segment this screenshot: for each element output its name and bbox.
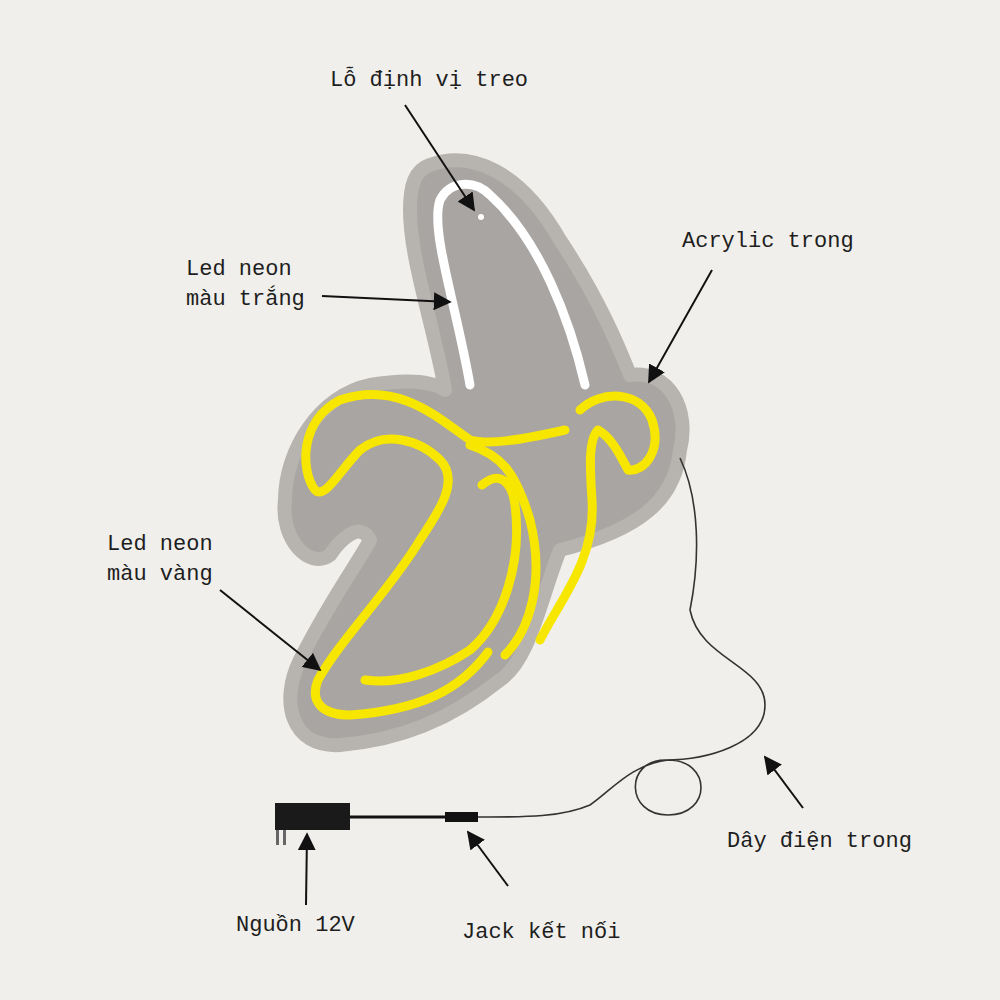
- white-neon: [438, 184, 585, 385]
- callout-label: Led neon màu vàng: [107, 530, 242, 590]
- callout-label: Acrylic trong: [682, 227, 882, 257]
- acrylic-board: [284, 160, 682, 745]
- callout-label: Led neon màu trắng: [186, 255, 321, 315]
- power-adapter: [275, 803, 350, 845]
- yellow-neon: [306, 395, 655, 715]
- callout-label: Dây điện trong: [727, 827, 947, 857]
- leader-lines: [220, 105, 803, 905]
- power-cord: [350, 816, 445, 819]
- connector-jack: [445, 812, 478, 822]
- clear-cable: [478, 458, 765, 817]
- callout-label: Lỗ định vị treo: [330, 66, 550, 96]
- callout-label: Nguồn 12V: [236, 911, 386, 941]
- callout-label: Jack kết nối: [462, 918, 662, 948]
- hanging-hole: [478, 214, 484, 220]
